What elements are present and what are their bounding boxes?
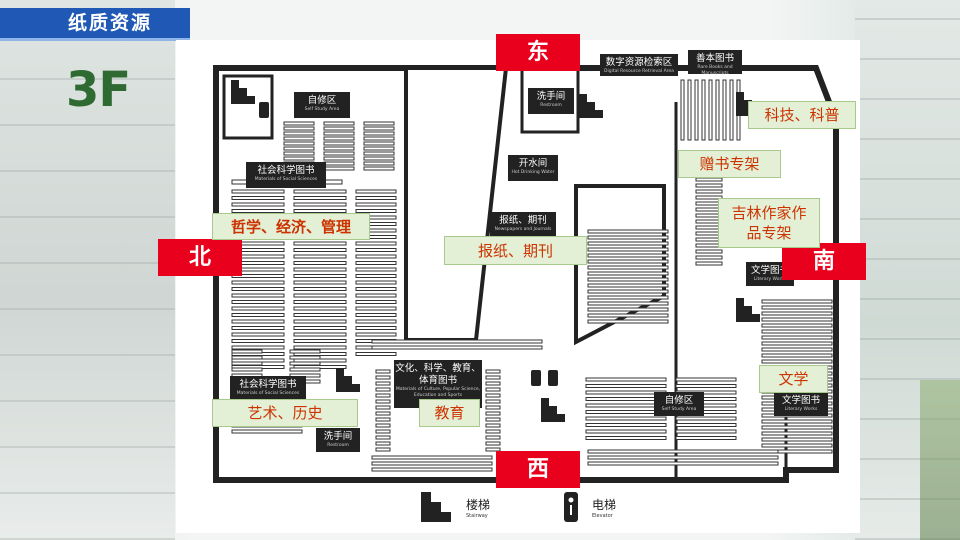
shelf-rows (231, 79, 833, 472)
label-jilin-line2: 品专架 (746, 224, 792, 242)
atrium-void-north (404, 66, 509, 342)
background-plant (920, 380, 960, 540)
label-newspapers: 报纸、期刊 (444, 236, 587, 265)
elevator-icons (259, 102, 558, 386)
label-jilin-line1: 吉林作家作 (731, 204, 807, 222)
outer-wall (213, 65, 839, 483)
label-education: 教育 (419, 399, 480, 427)
legend-stairs-sub: Stairway (466, 513, 488, 519)
title-underline (0, 38, 190, 41)
label-jilin-writers: 吉林作家作 品专架 (718, 198, 820, 248)
background-left (0, 0, 175, 540)
label-art-history: 艺术、历史 (212, 399, 358, 427)
label-literature: 文学 (759, 365, 828, 393)
direction-south: 南 (782, 243, 866, 280)
floor-plan-drawing (213, 65, 839, 522)
atrium-void-south (574, 184, 666, 346)
direction-north: 北 (158, 239, 242, 276)
legend-stairs-label: 楼梯 (466, 498, 491, 512)
legend-elevator-sub: Elevator (592, 513, 613, 519)
label-donated-books: 赠书专架 (678, 150, 781, 178)
direction-west: 西 (496, 451, 580, 488)
page-title: 纸质资源 (0, 8, 190, 38)
north-room (222, 74, 274, 140)
stairs-icons (231, 80, 760, 422)
legend-stairs-icon (421, 492, 451, 522)
label-philosophy-economics: 哲学、经济、管理 (212, 213, 370, 240)
legend-elevator-label: 电梯 (592, 498, 617, 512)
direction-east: 东 (496, 34, 580, 71)
label-sci-tech: 科技、科普 (748, 101, 856, 129)
floor-label: 3F (66, 62, 131, 118)
